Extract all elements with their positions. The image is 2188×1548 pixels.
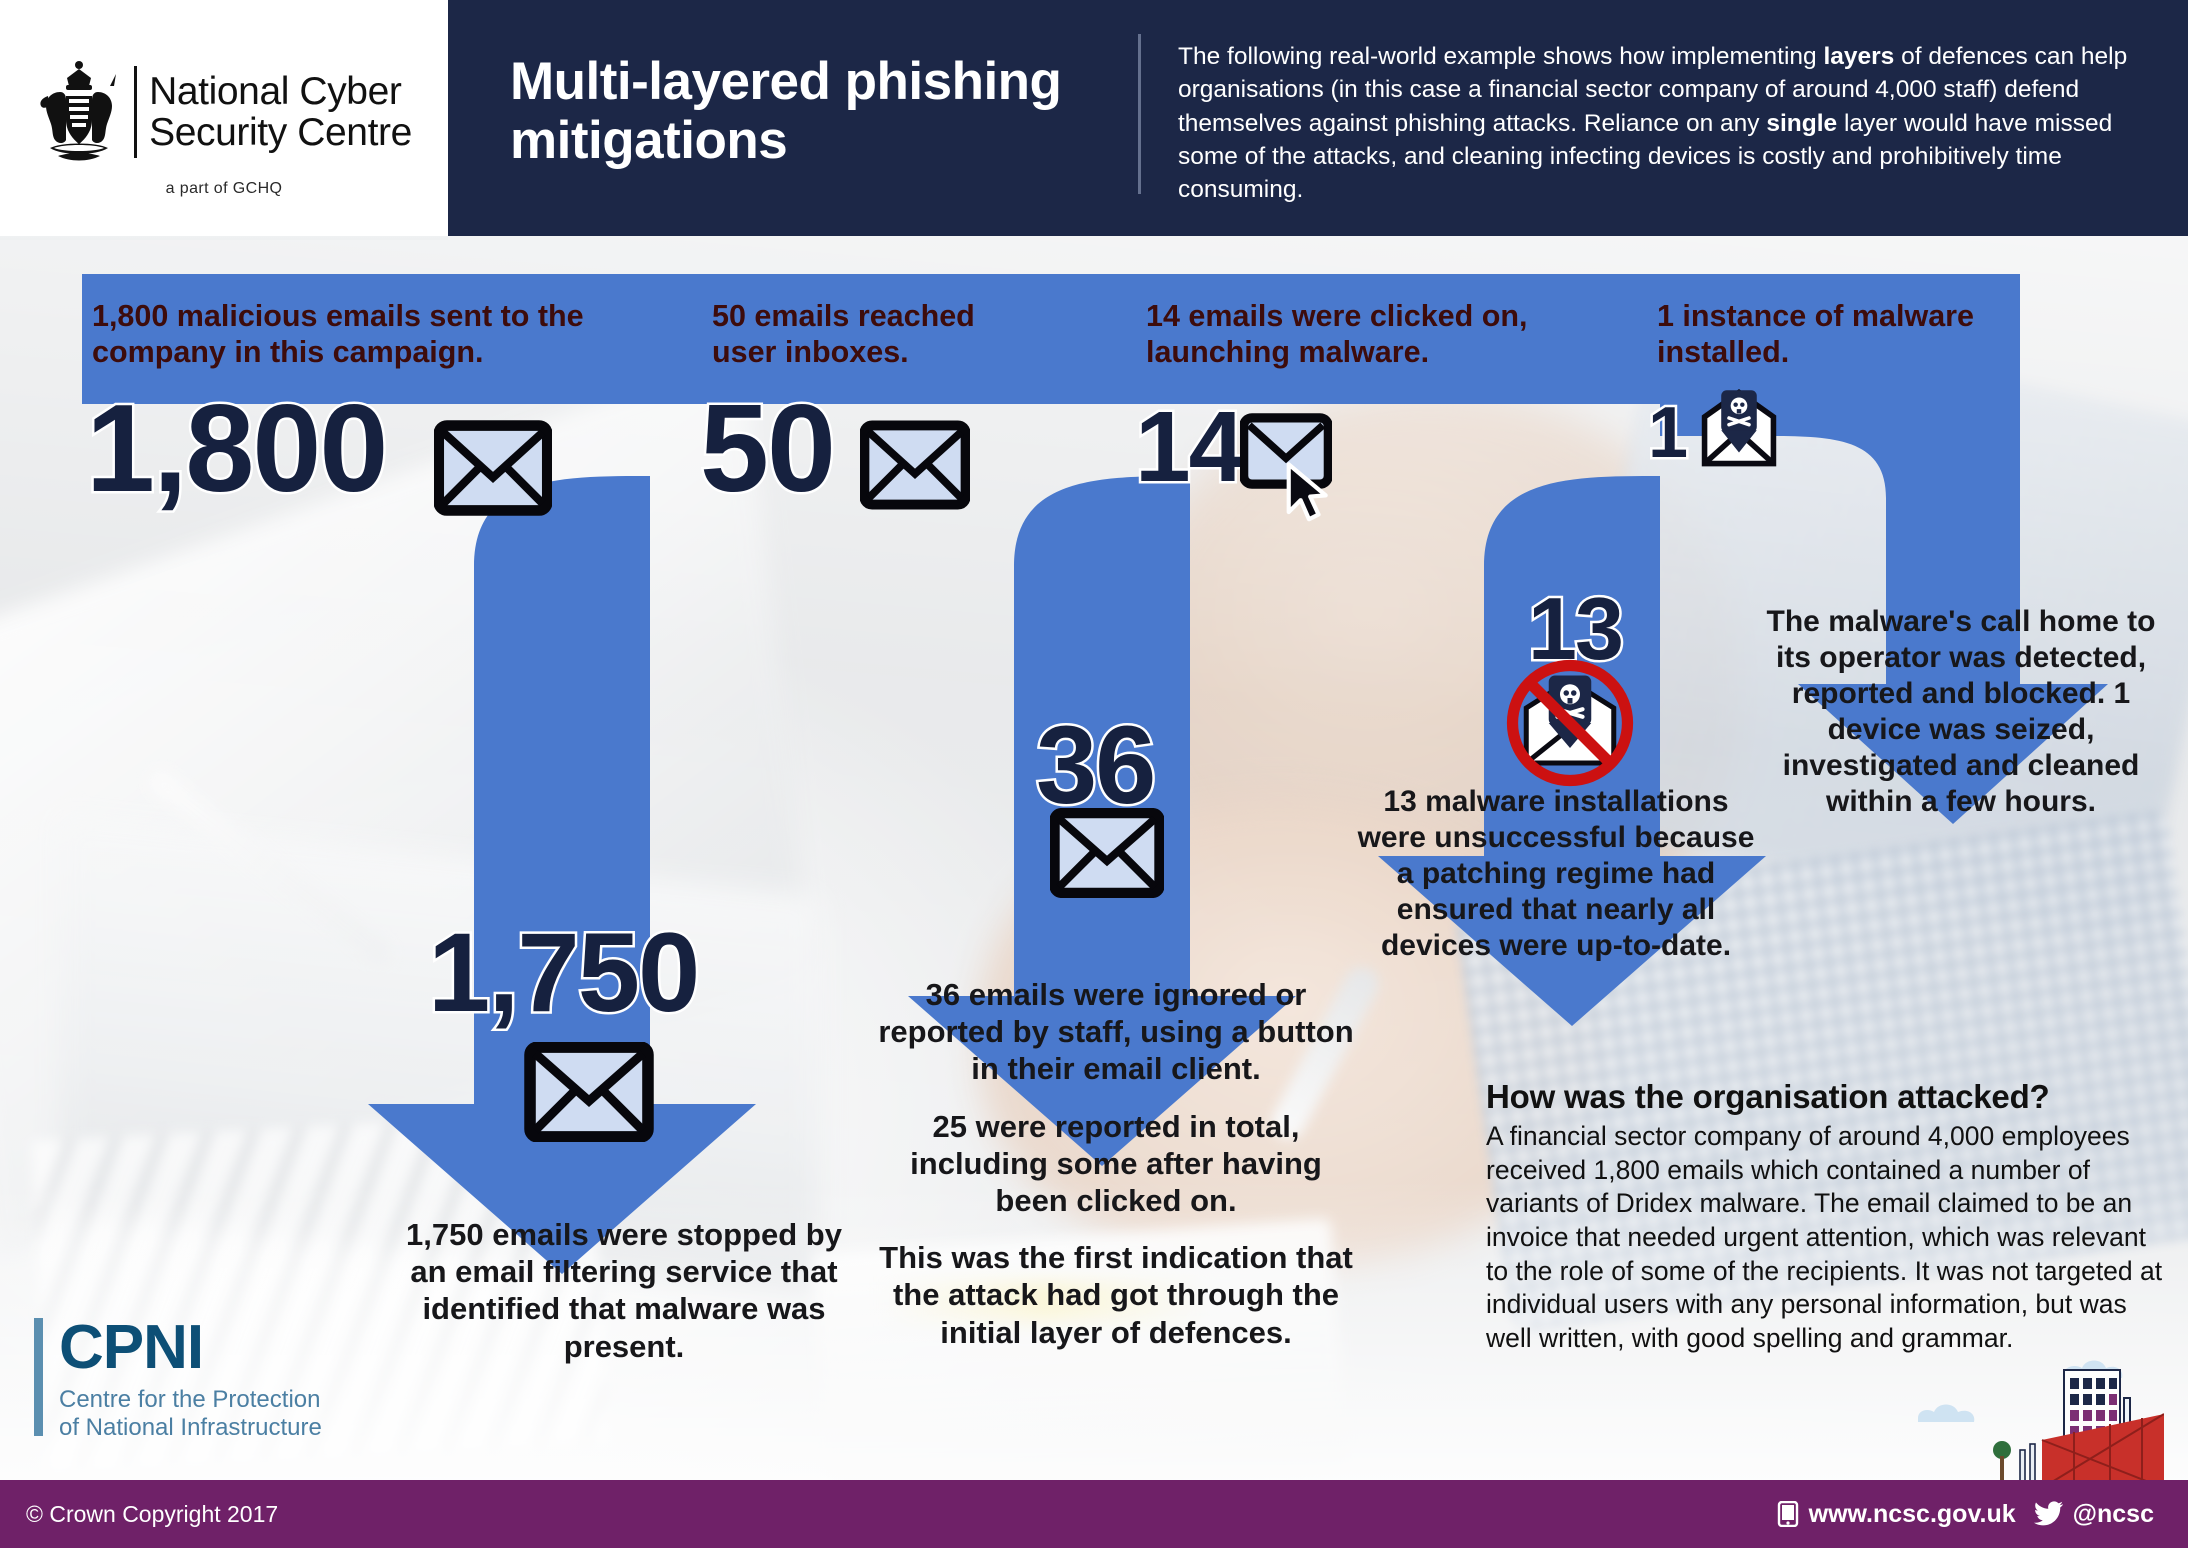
twitter-handle: @ncsc xyxy=(2072,1499,2154,1528)
body-text-reported-2: 25 were reported in total, including som… xyxy=(910,1108,1322,1218)
how-attacked-title: How was the organisation attacked? xyxy=(1486,1078,2050,1115)
logo-line-1: National Cyber xyxy=(149,69,402,113)
body-text-blocked: 13 malware installations were unsuccessf… xyxy=(1357,785,1755,962)
envelope-icon xyxy=(860,420,970,510)
twitter-link[interactable]: @ncsc xyxy=(2033,1499,2154,1529)
footer-bar: © Crown Copyright 2017 www.ncsc.gov.uk @… xyxy=(0,1480,2188,1548)
royal-crest-icon xyxy=(40,61,117,161)
stat-number-inbox: 50 xyxy=(698,378,839,521)
website-url: www.ncsc.gov.uk xyxy=(1808,1499,2016,1528)
cpni-logo-bar xyxy=(34,1318,43,1436)
envelope-icon xyxy=(434,420,552,516)
stat-headline-clicked: 14 emails were clicked on, launching mal… xyxy=(1146,299,1528,369)
how-attacked-panel: How was the organisation attacked? A fin… xyxy=(1486,1078,2166,1355)
cpni-line-1: Centre for the Protection xyxy=(59,1385,321,1413)
cpni-acronym: CPNI xyxy=(59,1313,204,1382)
website-link[interactable]: www.ncsc.gov.uk xyxy=(1776,1500,2016,1529)
logo-line-2: Security Centre xyxy=(149,111,412,154)
page-title: Multi-layered phishing mitigations xyxy=(510,52,1062,171)
stat-headline-inbox: 50 emails reached user inboxes. xyxy=(712,299,975,369)
envelope-icon xyxy=(524,1042,654,1142)
header-divider xyxy=(1138,34,1141,194)
body-text-reported: 36 emails were ignored or reported by st… xyxy=(876,976,1356,1351)
header-intro-text: The following real-world example shows h… xyxy=(1178,43,2128,204)
envelope-icon xyxy=(1240,413,1332,489)
mouse-cursor-icon xyxy=(1286,462,1328,522)
body-text-reported-3: This was the first indication that the a… xyxy=(879,1240,1353,1350)
cpni-line-2: of National Infrastructure xyxy=(59,1414,322,1442)
header-banner: Multi-layered phishing mitigations The f… xyxy=(448,0,2188,236)
stat-headline-sent: 1,800 malicious emails sent to the compa… xyxy=(92,299,584,369)
stat-headline-installed: 1 instance of malware installed. xyxy=(1657,299,1974,369)
logo-subtitle: a part of GCHQ xyxy=(165,180,283,197)
envelope-icon xyxy=(1050,808,1164,898)
stat-number-clicked: 14 xyxy=(1132,389,1246,506)
stat-number-installed: 1 xyxy=(1645,391,1690,476)
twitter-bird-icon xyxy=(2033,1501,2063,1526)
stat-number-sent: 1,800 xyxy=(83,378,390,521)
ncsc-logo: National Cyber Security Centre a part of… xyxy=(0,0,448,236)
monitor-icon xyxy=(1777,1501,1798,1527)
copyright-text: © Crown Copyright 2017 xyxy=(26,1500,279,1527)
blocked-malware-envelope-icon xyxy=(1506,659,1634,787)
body-text-filtered: 1,750 emails were stopped by an email fi… xyxy=(406,1217,842,1364)
cpni-logo: CPNI Centre for the Protection of Nation… xyxy=(34,1313,322,1443)
logo-divider xyxy=(134,66,138,158)
city-illustration xyxy=(1914,1360,2164,1490)
malware-envelope-icon xyxy=(1701,389,1777,467)
stat-number-filtered: 1,750 xyxy=(425,908,702,1038)
body-text-reported-1: 36 emails were ignored or reported by st… xyxy=(878,977,1354,1087)
how-attacked-body: A financial sector company of around 4,0… xyxy=(1486,1121,2163,1353)
body-text-callhome: The malware's call home to its operator … xyxy=(1766,605,2156,818)
